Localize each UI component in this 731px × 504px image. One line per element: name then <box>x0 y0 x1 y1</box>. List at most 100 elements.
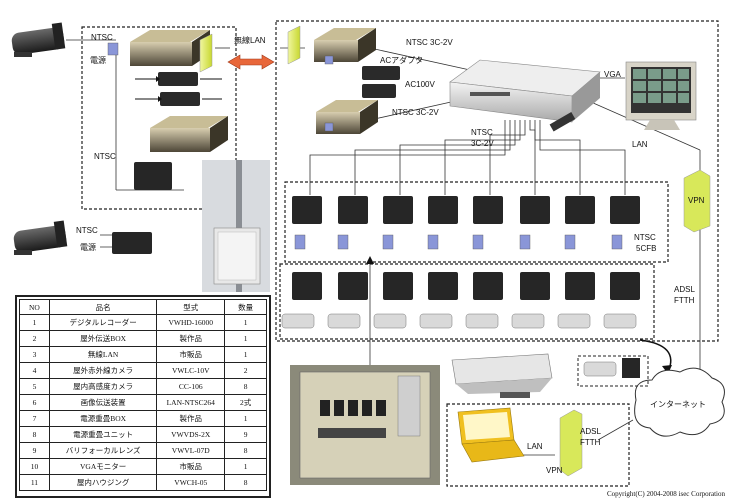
label-vga: VGA <box>604 70 621 79</box>
cell-qty: 8 <box>224 474 267 491</box>
label-adsl-2: FTTH <box>674 296 695 305</box>
label-ntsc-left-mid: NTSC <box>94 152 116 161</box>
cell-name: 画像伝送装置 <box>48 394 158 411</box>
cell-model: VWVL-07D <box>156 442 226 459</box>
vpn-device-right <box>683 169 711 233</box>
power-units-row <box>292 196 640 224</box>
cell-no: 7 <box>19 410 50 427</box>
label-ntsc-left-bottom: NTSC <box>76 226 98 235</box>
internet-cloud <box>634 367 725 437</box>
label-power-left-bottom: 電源 <box>80 243 96 252</box>
cell-qty: 1 <box>224 314 267 331</box>
cell-name: 電源重畳BOX <box>48 410 158 427</box>
label-adsl-bottom-2: FTTH <box>580 438 601 447</box>
parts-table-header: NO 品名 型式 数量 <box>19 299 267 315</box>
header-no: NO <box>19 299 50 315</box>
cell-model: VWCH-05 <box>156 474 226 491</box>
encoder-boxes <box>130 28 378 152</box>
cell-name: 屋外赤外線カメラ <box>48 362 158 379</box>
cell-no: 2 <box>19 330 50 347</box>
ir-camera-bottom <box>13 220 68 255</box>
cell-no: 8 <box>19 426 50 443</box>
label-ntsc-center-1: NTSC <box>471 128 493 137</box>
cell-model: 製作品 <box>156 410 226 427</box>
cell-model: 市販品 <box>156 458 226 475</box>
camera-row-box <box>279 263 655 340</box>
cell-name: デジタルレコーダー <box>48 314 158 331</box>
cell-name: 電源重畳ユニット <box>48 426 158 443</box>
cell-qty: 1 <box>224 458 267 475</box>
power-units-left <box>112 162 172 254</box>
label-adsl-1: ADSL <box>674 285 695 294</box>
cell-model: 市販品 <box>156 346 226 363</box>
label-ntsc-3c2v-mid: NTSC 3C-2V <box>392 108 439 117</box>
label-ntsc-left-top: NTSC <box>91 33 113 42</box>
laptop <box>457 407 525 463</box>
cell-qty: 1 <box>224 410 267 427</box>
label-wireless-lan: 無線LAN <box>234 36 266 45</box>
label-internet: インターネット <box>650 400 706 409</box>
wireless-unit-right <box>287 25 301 65</box>
label-ntsc-5cfb-1: NTSC <box>634 233 656 242</box>
digital-recorder <box>449 59 601 132</box>
power-unit-row-box <box>284 181 669 263</box>
wireless-unit-left <box>199 33 213 73</box>
remote-site-box <box>446 403 630 487</box>
wireless-arrow <box>227 54 275 70</box>
cell-model: VWHD-16000 <box>156 314 226 331</box>
label-vpn-right: VPN <box>688 196 705 205</box>
copyright-notice: Copyright(C) 2004-2008 isec Corporation <box>606 490 725 498</box>
cell-name: 屋外伝送BOX <box>48 330 158 347</box>
adapter-arrows <box>135 78 222 100</box>
cell-qty: 9 <box>224 426 267 443</box>
label-lan-bottom: LAN <box>527 442 543 451</box>
cell-no: 10 <box>19 458 50 475</box>
parts-table-frame <box>15 295 271 498</box>
ir-camera-top <box>11 22 66 57</box>
outdoor-box-photo <box>202 160 270 292</box>
cell-qty: 1 <box>224 330 267 347</box>
label-power-left-top: 電源 <box>90 56 106 65</box>
cell-name: VGAモニター <box>48 458 158 475</box>
cell-name: 屋内ハウジング <box>48 474 158 491</box>
label-vpn-bottom: VPN <box>546 466 563 475</box>
cell-name: 無線LAN <box>48 346 158 363</box>
label-lan-right: LAN <box>632 140 648 149</box>
cell-no: 1 <box>19 314 50 331</box>
cell-name: バリフォーカルレンズ <box>48 442 158 459</box>
cell-no: 11 <box>19 474 50 491</box>
power-box-photo <box>290 365 440 485</box>
housing-camera <box>451 353 649 398</box>
vga-monitor <box>625 61 697 130</box>
cell-qty: 8 <box>224 378 267 395</box>
label-ac-adapter: ACアダプタ <box>380 56 424 65</box>
cell-no: 9 <box>19 442 50 459</box>
header-model: 型式 <box>156 299 226 315</box>
label-ntsc-5cfb-2: 5CFB <box>636 244 657 253</box>
label-ntsc-3c2v-top: NTSC 3C-2V <box>406 38 453 47</box>
outdoor-group-box <box>81 26 237 210</box>
cell-qty: 2式 <box>224 394 267 411</box>
cell-no: 6 <box>19 394 50 411</box>
label-adsl-bottom-1: ADSL <box>580 427 601 436</box>
cell-model: VWLC-10V <box>156 362 226 379</box>
label-ntsc-center-2: 3C-2V <box>471 139 494 148</box>
header-name: 品名 <box>48 299 158 315</box>
cell-model: CC-106 <box>156 378 226 395</box>
cell-name: 屋内高感度カメラ <box>48 378 158 395</box>
cell-no: 5 <box>19 378 50 395</box>
cell-qty: 1 <box>224 346 267 363</box>
cell-no: 4 <box>19 362 50 379</box>
